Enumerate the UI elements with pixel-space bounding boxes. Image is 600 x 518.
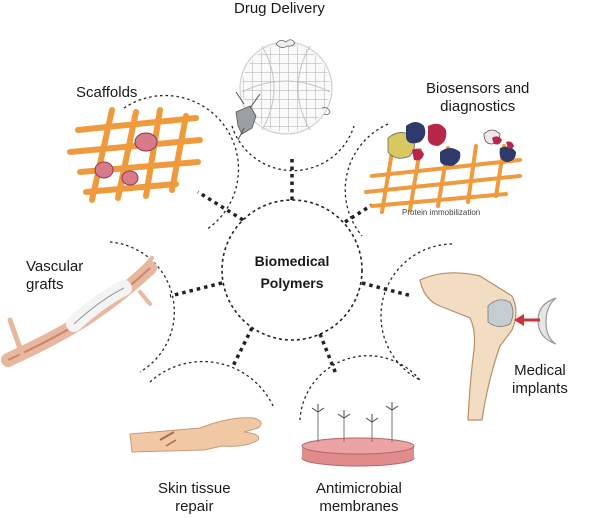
vascular-graft-icon bbox=[1, 256, 157, 367]
knee-implant-icon bbox=[419, 272, 557, 421]
drug-delivery-label: Drug Delivery bbox=[234, 0, 325, 18]
skin-arm-icon bbox=[129, 417, 262, 453]
antimicrobial-membrane-icon bbox=[301, 402, 415, 467]
vascular-line2: grafts bbox=[26, 276, 64, 293]
center-line1: Biomedical bbox=[254, 253, 330, 269]
biosensor-protein-icon bbox=[364, 122, 522, 214]
implants-label: Medical implants bbox=[512, 362, 568, 398]
drug-sphere-icon bbox=[235, 39, 333, 141]
connectors bbox=[169, 158, 413, 375]
scaffolds-line1: Scaffolds bbox=[76, 84, 138, 101]
scaffold-cells bbox=[94, 132, 158, 186]
center-circle bbox=[221, 199, 363, 341]
vascular-line1: Vascular bbox=[26, 258, 84, 275]
scaffolds-label: Scaffolds bbox=[76, 84, 137, 102]
center-line2: Polymers bbox=[260, 275, 324, 291]
skin-label: Skin tissue repair bbox=[158, 480, 231, 516]
biosensors-caption: Protein immobilization bbox=[402, 208, 481, 217]
drug-delivery-line1: Drug Delivery bbox=[234, 0, 325, 17]
center-label: Biomedical Polymers bbox=[230, 250, 354, 294]
antimicrobial-label: Antimicrobial membranes bbox=[316, 480, 402, 516]
biosensors-line2: diagnostics bbox=[440, 98, 516, 115]
antimicrobial-line1: Antimicrobial bbox=[316, 480, 402, 497]
biosensors-label: Biosensors and diagnostics bbox=[426, 80, 529, 116]
outer-arcs bbox=[109, 94, 453, 421]
skin-line1: Skin tissue bbox=[158, 480, 231, 497]
antimicrobial-line2: membranes bbox=[319, 498, 399, 515]
biosensors-line1: Biosensors and bbox=[426, 80, 530, 97]
implants-line1: Medical bbox=[514, 362, 566, 379]
implants-line2: implants bbox=[512, 380, 568, 397]
vascular-label: Vascular grafts bbox=[26, 258, 83, 294]
scaffold-grid-icon bbox=[67, 107, 203, 203]
skin-line2: repair bbox=[175, 498, 214, 515]
